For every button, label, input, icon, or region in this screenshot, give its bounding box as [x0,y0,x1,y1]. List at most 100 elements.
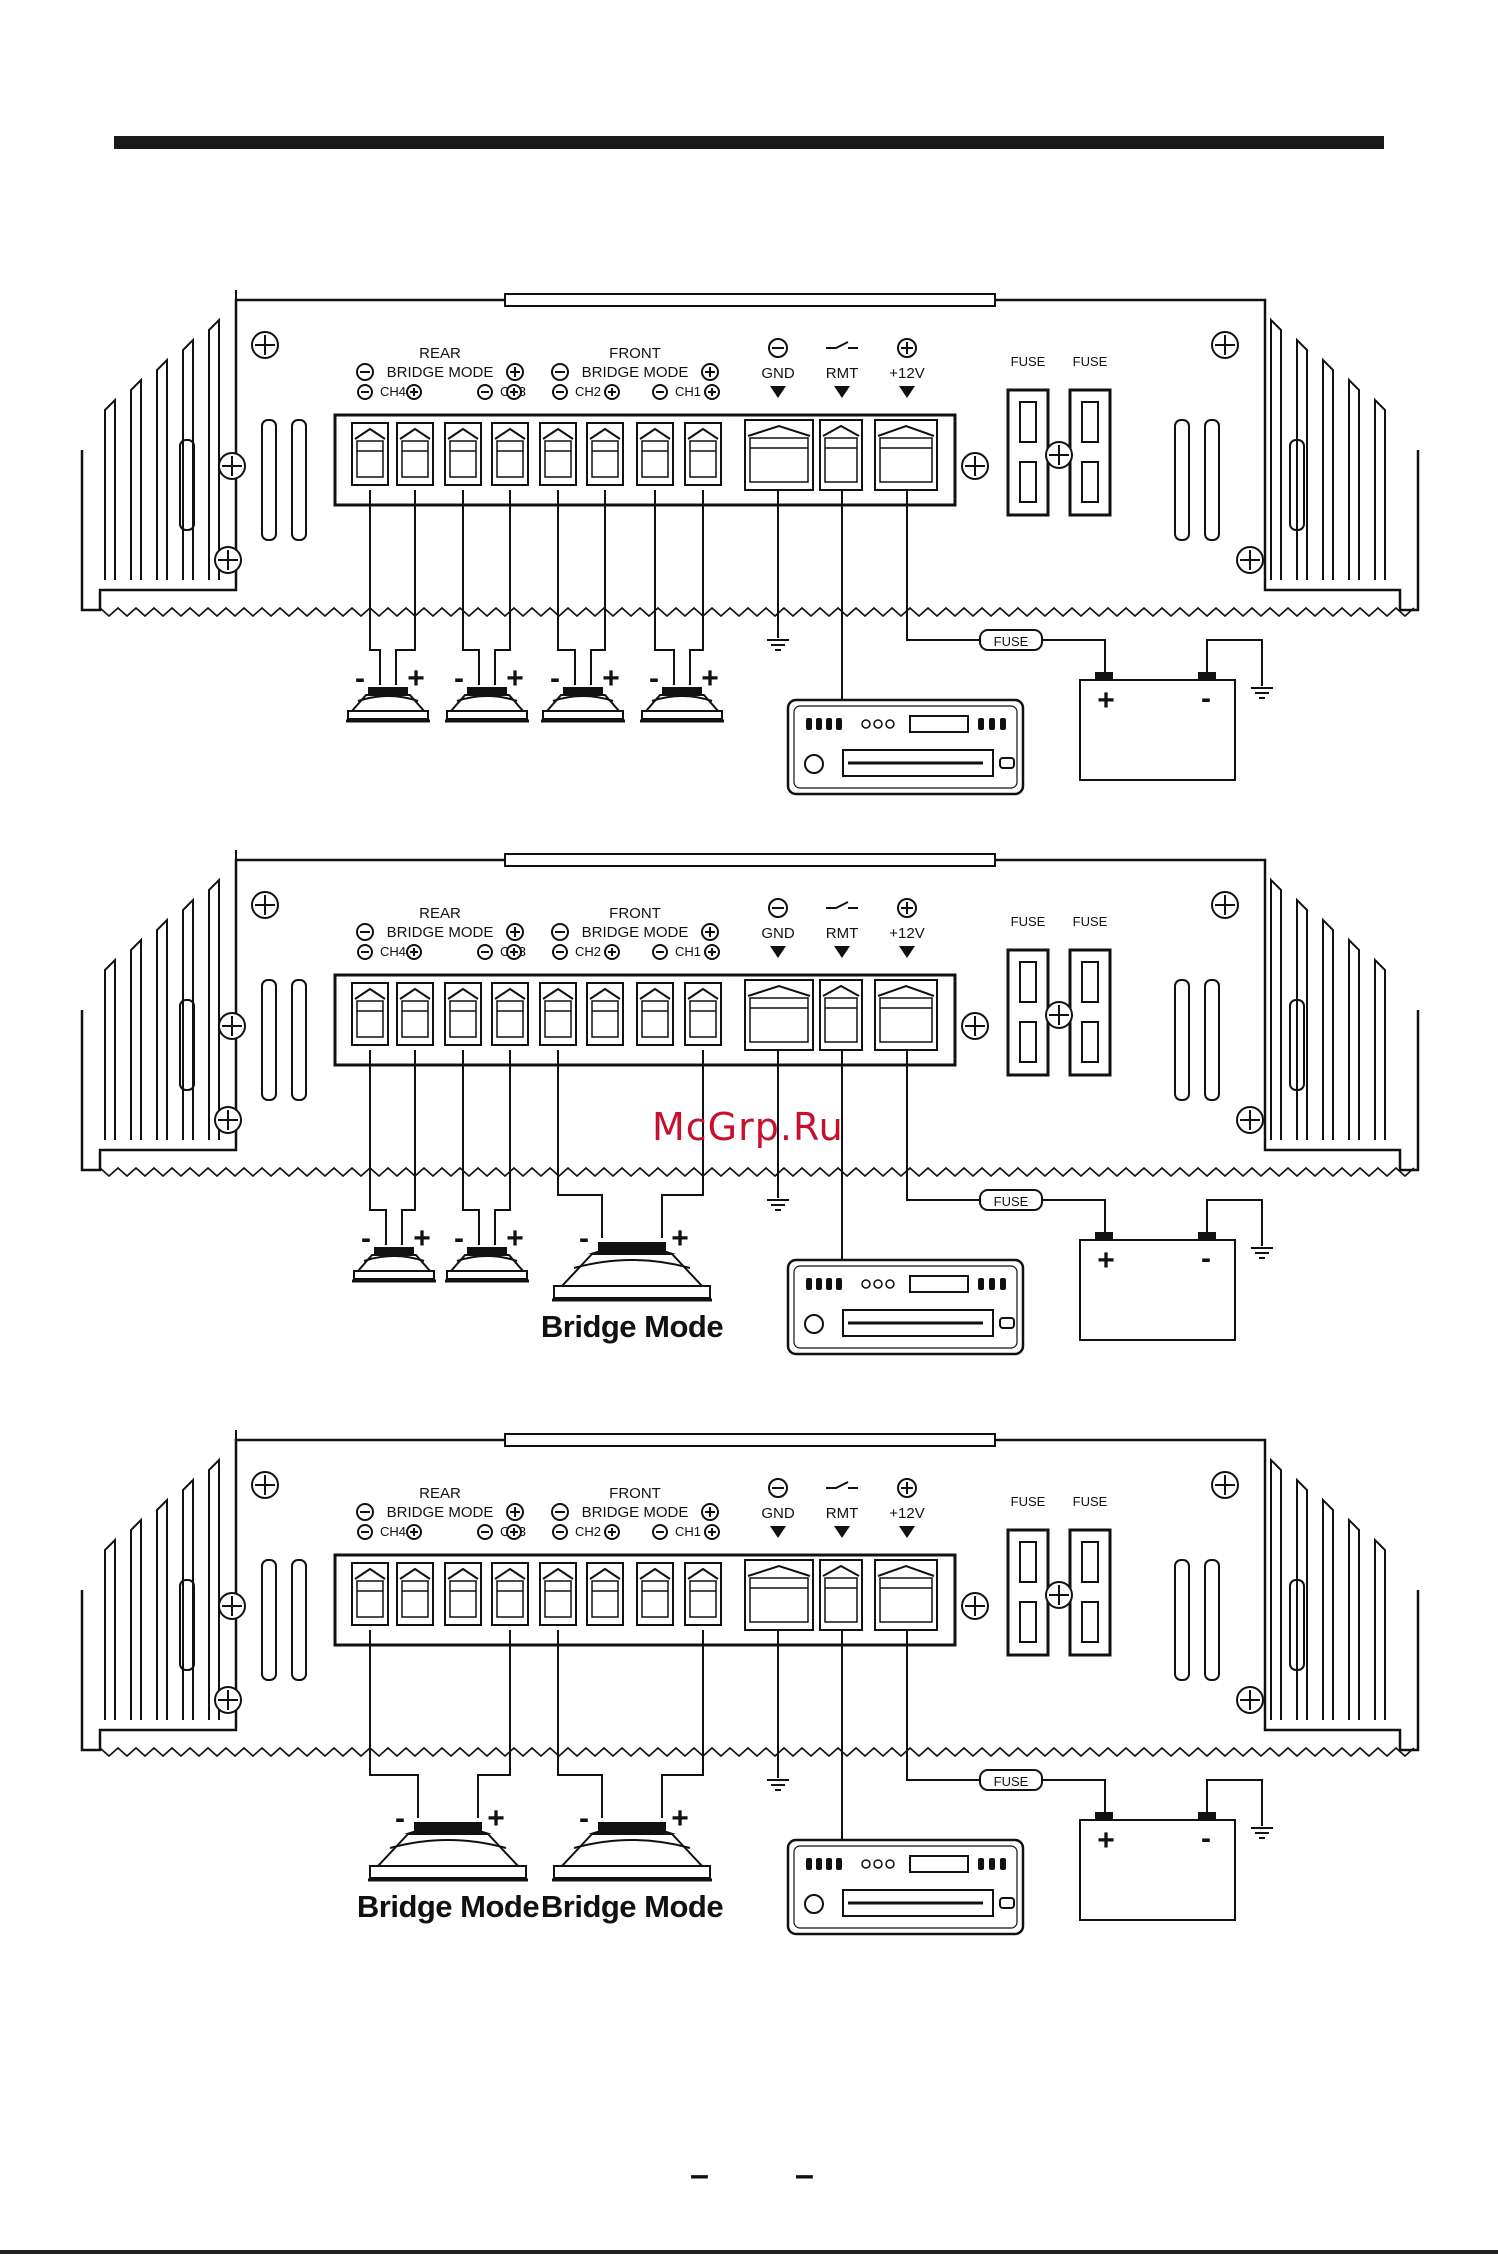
minus-icon [551,363,569,381]
front-bridge-mode-label: BRIDGE MODE [582,924,689,941]
front-label: FRONT [609,905,661,922]
speaker-terminal-6 [586,1562,624,1626]
front-label: FRONT [609,345,661,362]
battery-plus-label: + [1097,684,1115,717]
minus-icon [357,944,373,960]
minus-icon [768,338,788,358]
speaker-ch4-plus-label: + [407,662,425,695]
minus-icon [477,1524,493,1540]
speaker-terminal-4 [491,1562,529,1626]
screw-icon [1045,441,1073,469]
speaker-terminal-7 [636,422,674,486]
vent-left-1 [261,1559,277,1681]
minus-icon [552,944,568,960]
battery-plus-label: + [1097,1244,1115,1277]
speaker-ch2 [541,687,625,723]
speaker-ch4 [352,1247,436,1283]
head-unit-icon [786,1258,1025,1356]
speaker-ch3-minus-label: - [454,662,464,695]
head-unit-icon [786,1838,1025,1936]
speaker-terminal-6 [586,422,624,486]
speaker-terminal-2 [396,1562,434,1626]
speaker-terminal-8 [684,1562,722,1626]
speaker-front-bridge-caption: Bridge Mode [541,1889,723,1924]
speaker-ch3-minus-label: - [454,1222,464,1255]
battery-icon [1079,679,1236,781]
speaker-ch1-minus-label: - [649,662,659,695]
arrow-down-icon [899,386,915,398]
speaker-front-bridge-caption: Bridge Mode [541,1309,723,1344]
minus-icon [551,923,569,941]
switch-icon [826,1481,858,1489]
fuse-label-1: FUSE [1011,1494,1046,1509]
channel-label-2: CH2 [575,1524,601,1539]
plus-icon [897,898,917,918]
speaker-front-bridge-minus-label: - [579,1222,589,1255]
plus-icon [897,1478,917,1498]
page-mark-right: – [795,2156,814,2194]
switch-icon [826,341,858,349]
arrow-down-icon [899,1526,915,1538]
gnd-terminal [744,979,814,1051]
speaker-ch1 [640,687,724,723]
vent-right-2 [1289,999,1305,1091]
speaker-terminal-5 [539,1562,577,1626]
screw-icon [251,891,279,919]
head-unit-icon [786,698,1025,796]
terminal-block [333,1553,957,1647]
speaker-ch3-plus-label: + [506,662,524,695]
gnd-terminal [744,1559,814,1631]
fuse-label-2: FUSE [1073,914,1108,929]
switch-icon [826,901,858,909]
speaker-terminal-3 [444,422,482,486]
vent-right-1 [1204,979,1220,1101]
vent-right-0 [1174,979,1190,1101]
speaker-terminal-2 [396,422,434,486]
channel-label-2: CH2 [575,384,601,399]
plus-icon [704,1524,720,1540]
battery-icon [1079,1239,1236,1341]
rear-label: REAR [419,905,461,922]
inline-fuse-label: FUSE [994,634,1029,649]
screw-icon [218,452,246,480]
fuse-label-2: FUSE [1073,354,1108,369]
plus-icon [604,1524,620,1540]
speaker-terminal-4 [491,982,529,1046]
speaker-front-bridge [552,1822,712,1882]
speaker-terminal-3 [444,982,482,1046]
speaker-front-bridge-minus-label: - [579,1802,589,1835]
v12-label: +12V [889,925,924,942]
speaker-ch3 [445,1247,529,1283]
plus-icon [701,923,719,941]
minus-icon [357,1524,373,1540]
plus-icon [506,1524,522,1540]
power-terminal [874,1559,938,1631]
vent-left-1 [261,979,277,1101]
gnd-label: GND [761,925,795,942]
ground-icon [1251,1827,1273,1839]
speaker-ch4-plus-label: + [413,1222,431,1255]
battery-plus-label: + [1097,1824,1115,1857]
channel-label-4: CH4 [380,944,406,959]
channel-label-1: CH1 [675,944,701,959]
speaker-front-bridge-plus-label: + [671,1802,689,1835]
speaker-ch1-plus-label: + [701,662,719,695]
vent-right-0 [1174,419,1190,541]
speaker-terminal-1 [351,982,389,1046]
heatsink-teeth [99,606,1415,618]
minus-icon [356,363,374,381]
inline-fuse-label: FUSE [994,1194,1029,1209]
heatsink-teeth [99,1746,1415,1758]
screw-icon [214,1106,242,1134]
speaker-ch2-minus-label: - [550,662,560,695]
vent-left-0 [179,999,195,1091]
speaker-terminal-2 [396,982,434,1046]
power-wiring: FUSE+- [767,490,1273,796]
battery-minus-label: - [1201,1242,1211,1275]
